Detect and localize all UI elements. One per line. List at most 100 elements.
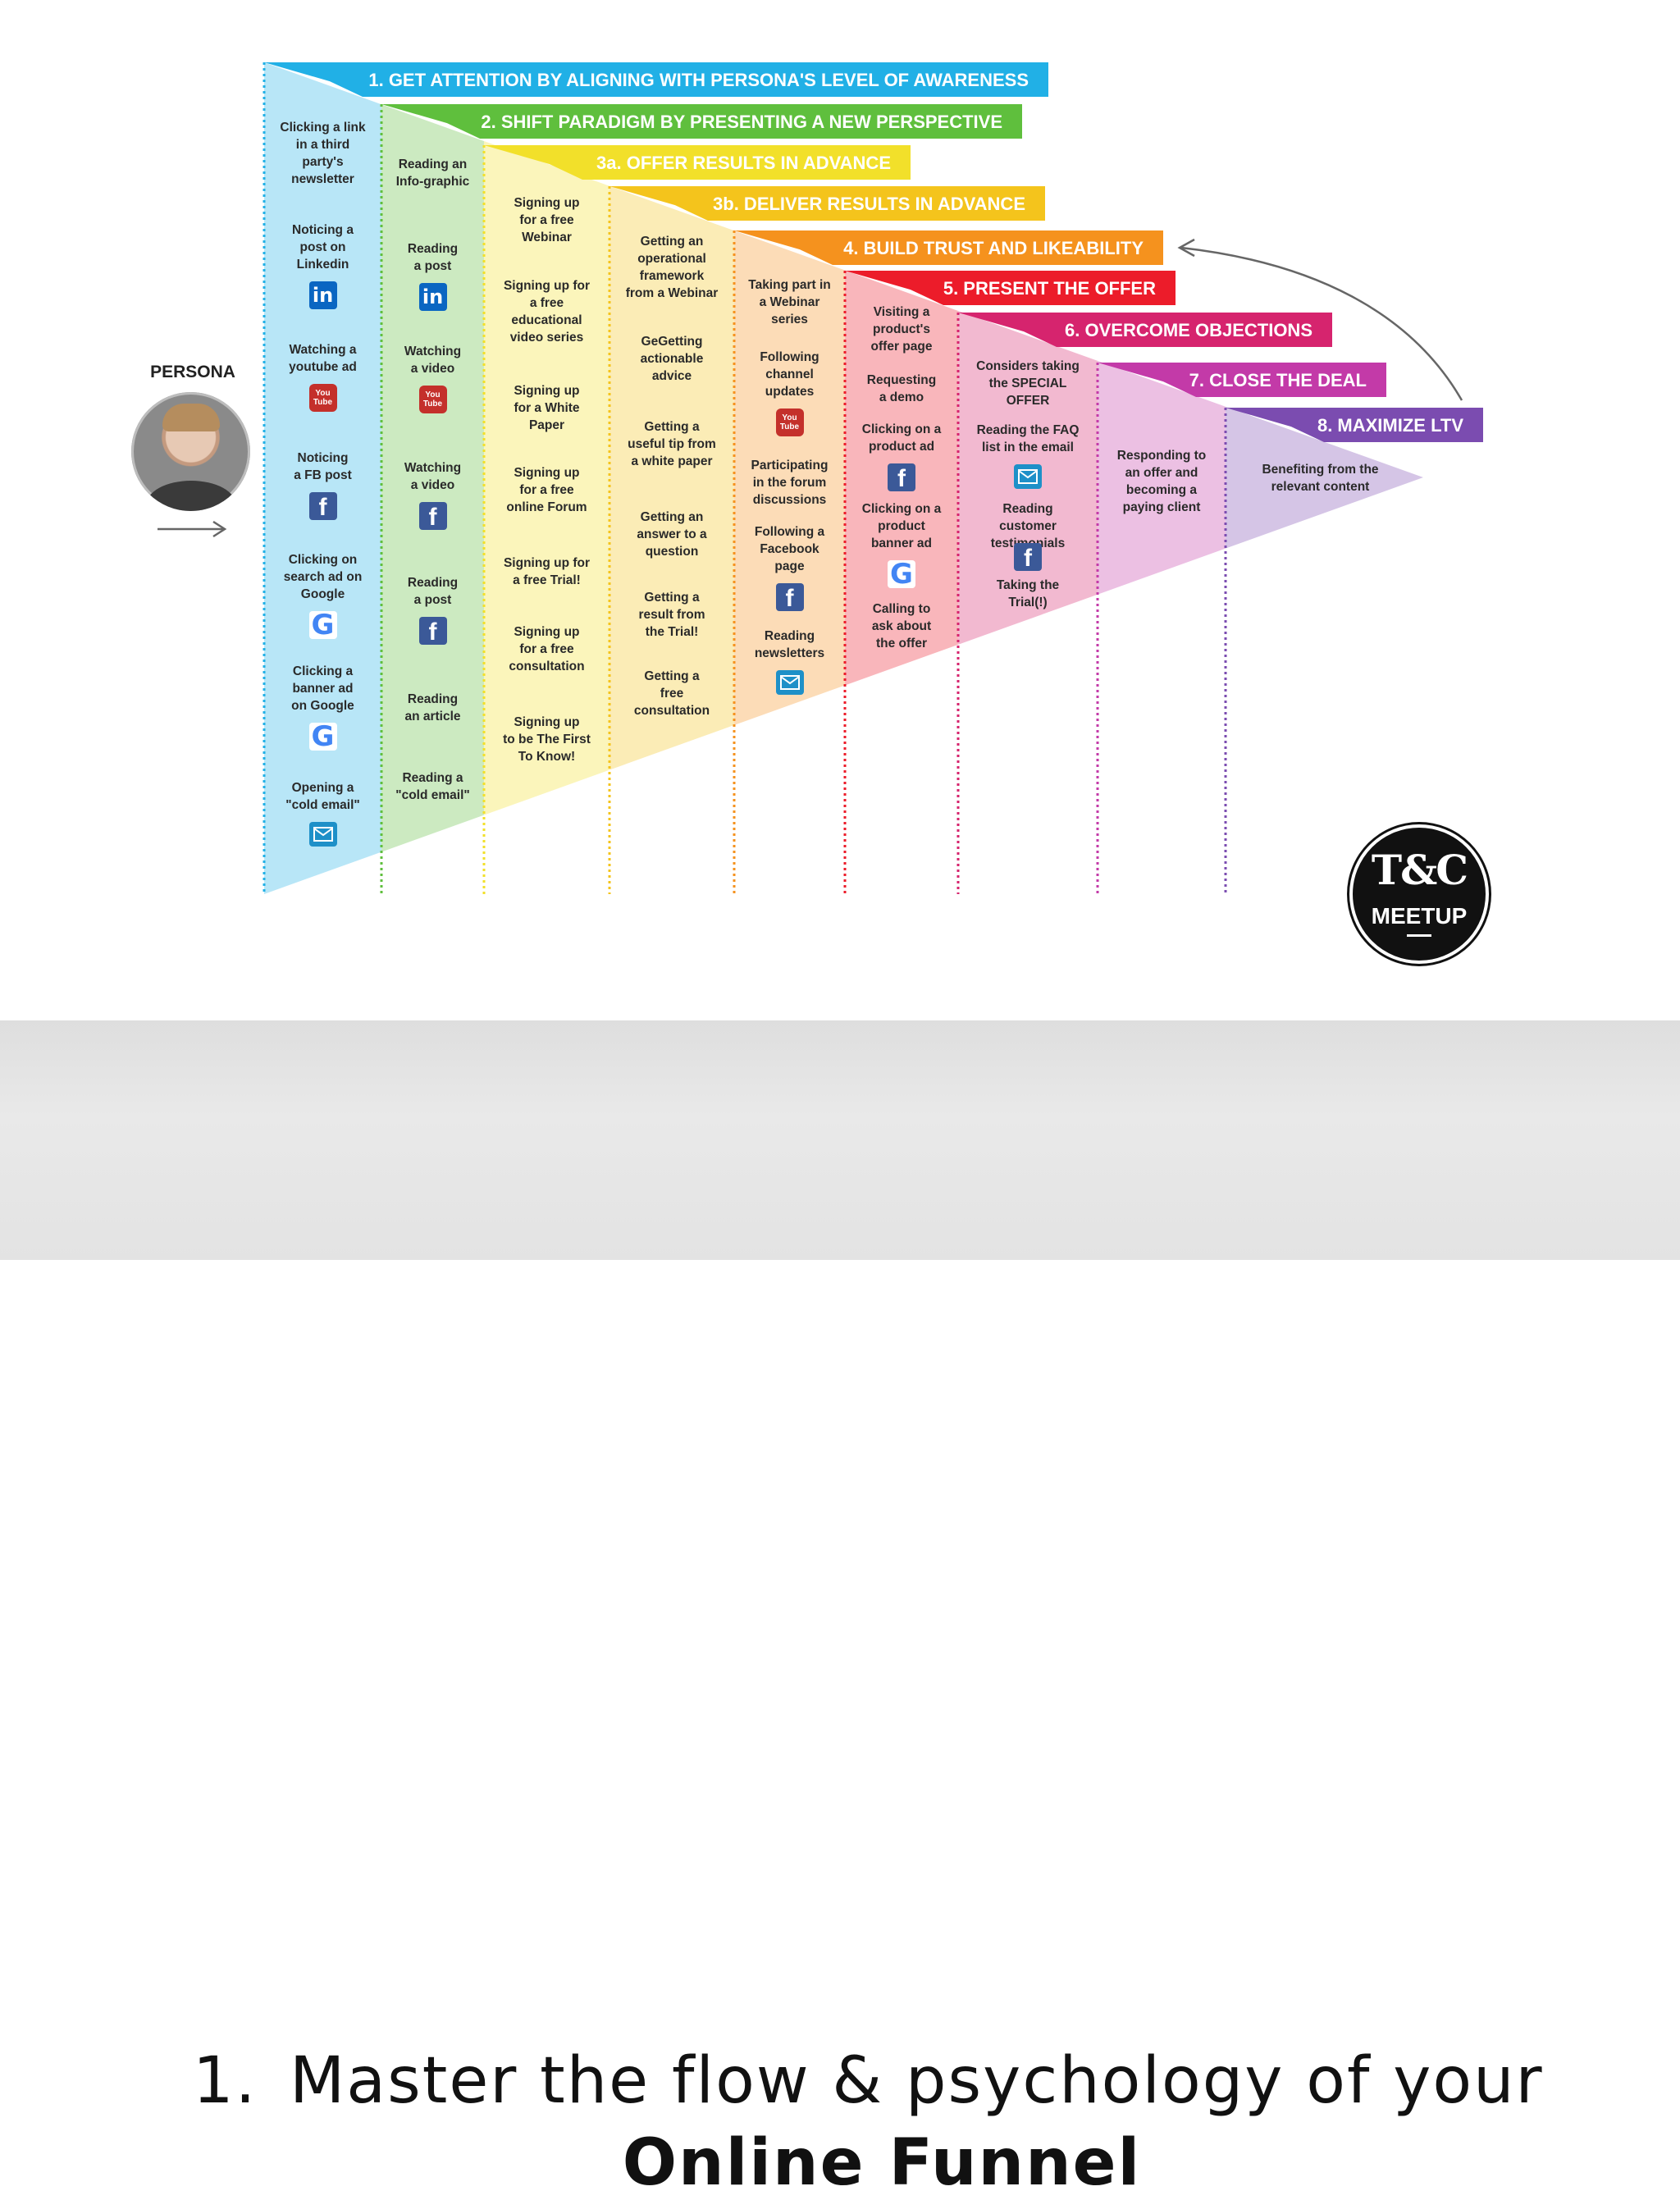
activity-col4-item4: Getting an answer to a question xyxy=(637,510,707,559)
activity-col2-item1: Reading an Info-graphic xyxy=(395,157,470,189)
activity-col3-item7: Signing up to be The First To Know! xyxy=(503,715,591,764)
activity-col2-item7: Reading a "cold email" xyxy=(395,771,470,802)
activity-col6-item3: Clicking on a product ad xyxy=(861,422,942,454)
stage-label-4: 3b. DELIVER RESULTS IN ADVANCE xyxy=(713,194,1025,214)
activity-col4-item2: GeGetting actionable advice xyxy=(640,335,704,383)
activity-col3-item5: Signing up for a free Trial! xyxy=(503,556,591,587)
activity-col7-item1: Considers taking the SPECIAL OFFER xyxy=(976,359,1080,408)
logo-line1: T&C xyxy=(1371,846,1468,894)
activity-col5-item5: Reading newsletters xyxy=(754,629,825,660)
activity-col8-item1: Responding to an offer and becoming a pa… xyxy=(1116,449,1207,514)
title-text: Master the flow & psychology of your xyxy=(290,2044,1544,2118)
activity-col1-item1: Clicking a link in a third party's newsl… xyxy=(280,121,366,186)
title-line2: Online Funnel xyxy=(622,2126,1142,2200)
activity-col2-item6: Reading an article xyxy=(404,692,461,723)
funnel-band-4 xyxy=(609,185,734,770)
mail-icon xyxy=(1014,464,1042,489)
activity-col1-item3: Watching a youtube ad xyxy=(289,343,357,374)
activity-col6-item4: Clicking on a product banner ad xyxy=(861,502,942,550)
activity-col5-item4: Following a Facebook page xyxy=(754,525,825,573)
loop-back-arrowhead xyxy=(1177,238,1195,258)
title-number: 1. xyxy=(193,2044,258,2118)
slide-title: 1. Master the flow & psychology of your O… xyxy=(0,1020,1680,2200)
funnel-band-5 xyxy=(734,230,845,725)
stage-banner-3 xyxy=(484,145,911,180)
slide: 1. GET ATTENTION BY ALIGNING WITH PERSON… xyxy=(0,62,1680,2200)
google-icon: G xyxy=(308,723,337,751)
activity-col1-item2: Noticing a post on Linkedin xyxy=(292,223,354,272)
logo-line2: MEETUP xyxy=(1371,903,1468,929)
facebook-icon: f xyxy=(775,583,804,611)
activity-col1-item7: Opening a "cold email" xyxy=(285,781,360,812)
activity-col1-item4: Noticing a FB post xyxy=(294,451,352,482)
linkedin-icon: in xyxy=(418,283,447,311)
stage-label-1: 1. GET ATTENTION BY ALIGNING WITH PERSON… xyxy=(368,70,1029,90)
stage-label-2: 2. SHIFT PARADIGM BY PRESENTING A NEW PE… xyxy=(481,112,1002,132)
funnel-band-3 xyxy=(484,140,609,815)
logo-divider xyxy=(1407,934,1431,947)
activity-col7-item2: Reading the FAQ list in the email xyxy=(976,423,1080,454)
activity-col4-item3: Getting a useful tip from a white paper xyxy=(628,420,716,468)
mail-icon xyxy=(308,822,337,847)
title-line1: 1. Master the flow & psychology of your xyxy=(193,2044,1544,2118)
activity-col3-item6: Signing up for a free consultation xyxy=(509,625,585,673)
google-icon: G xyxy=(888,560,915,588)
linkedin-icon: in xyxy=(308,281,337,309)
activity-col2-item3: Watching a video xyxy=(404,345,462,376)
activity-col3-item3: Signing up for a White Paper xyxy=(514,384,580,432)
activity-col5-item1: Taking part in a Webinar series xyxy=(748,278,831,326)
stage-label-5: 4. BUILD TRUST AND LIKEABILITY xyxy=(843,238,1144,258)
facebook-icon: f xyxy=(418,502,447,530)
google-icon: G xyxy=(308,611,337,639)
tc-meetup-logo: T&C MEETUP xyxy=(1349,824,1489,964)
stage-label-3: 3a. OFFER RESULTS IN ADVANCE xyxy=(596,153,891,173)
loop-back-arrow xyxy=(1180,246,1463,401)
avatar-shirt xyxy=(146,481,236,511)
activity-col5-item3: Participating in the forum discussions xyxy=(751,459,829,507)
activity-col3-item1: Signing up for a free Webinar xyxy=(514,196,580,244)
stage-banner-8 xyxy=(1098,363,1386,397)
stage-banner-7 xyxy=(958,313,1332,347)
activity-col2-item4: Watching a video xyxy=(404,461,462,492)
activity-col2-item5: Reading a post xyxy=(407,576,459,607)
facebook-icon: f xyxy=(418,617,447,645)
activity-col7-item4: Taking the Trial(!) xyxy=(996,578,1060,609)
mail-icon xyxy=(775,670,804,695)
stage-label-7: 6. OVERCOME OBJECTIONS xyxy=(1065,320,1312,340)
funnel-band-2 xyxy=(381,104,484,852)
funnel-band-9 xyxy=(1226,406,1423,549)
activity-col5-item2: Following channel updates xyxy=(760,350,819,399)
activity-col3-item2: Signing up for a free educational video … xyxy=(503,279,591,345)
avatar-hair xyxy=(162,404,220,431)
persona-avatar xyxy=(131,392,250,511)
stage-banner-6 xyxy=(845,271,1176,305)
stage-label-8: 7. CLOSE THE DEAL xyxy=(1189,370,1367,390)
stage-banner-9 xyxy=(1226,408,1483,442)
activity-col4-item5: Getting a result from the Trial! xyxy=(638,591,705,639)
activity-col4-item1: Getting an operational framework from a … xyxy=(625,235,719,300)
activity-col6-item1: Visiting a product's offer page xyxy=(870,305,933,354)
activity-col2-item2: Reading a post xyxy=(407,242,459,273)
funnel-band-1 xyxy=(264,62,381,894)
facebook-icon: f xyxy=(1014,543,1042,571)
activity-col3-item4: Signing up for a free online Forum xyxy=(506,466,587,514)
activity-col6-item5: Calling to ask about the offer xyxy=(871,602,932,650)
persona-arrow-icon xyxy=(158,520,227,538)
stage-label-6: 5. PRESENT THE OFFER xyxy=(943,278,1156,299)
stage-banner-1 xyxy=(264,62,1048,97)
title-band xyxy=(0,1020,1680,1260)
funnel-band-8 xyxy=(1098,360,1226,595)
activity-col1-item6: Clicking a banner ad on Google xyxy=(291,664,354,713)
activity-col9-item1: Benefiting from the relevant content xyxy=(1262,463,1379,494)
activity-col4-item6: Getting a free consultation xyxy=(633,669,710,718)
activity-col1-item5: Clicking on search ad on Google xyxy=(283,553,363,601)
persona-label: PERSONA xyxy=(150,363,235,381)
facebook-icon: f xyxy=(308,492,337,520)
stage-banner-4 xyxy=(609,186,1045,221)
activity-col6-item2: Requesting a demo xyxy=(866,373,937,404)
stage-label-9: 8. MAXIMIZE LTV xyxy=(1317,415,1463,436)
stage-banner-2 xyxy=(381,104,1022,139)
